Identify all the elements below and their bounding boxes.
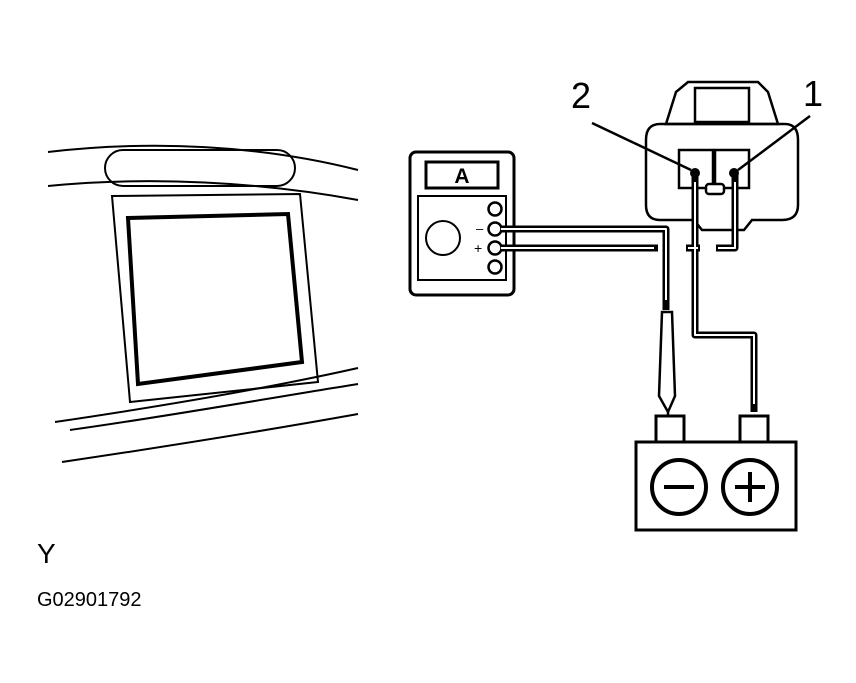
vehicle-rear-outline [47, 144, 359, 463]
leader-terminal-2 [591, 121, 692, 172]
jack-plus-label: + [474, 240, 482, 256]
probe-body [657, 310, 677, 415]
jack-minus-label: – [476, 221, 484, 236]
jack-plus [487, 240, 503, 256]
battery-terminal-positive [738, 414, 770, 444]
connector-latch-inner [693, 86, 751, 124]
door-line-lower [61, 413, 359, 463]
ammeter-body [408, 150, 516, 297]
ammeter-display [424, 160, 500, 190]
jack-4 [487, 259, 503, 275]
wires [501, 175, 758, 412]
figure-code-label: G02901792 [37, 589, 142, 611]
terminal-2-label: 2 [571, 75, 592, 116]
light-connector [644, 80, 800, 232]
door-line-upper [54, 367, 359, 423]
door-line-mid [69, 383, 359, 431]
ammeter-mode-label: A [454, 165, 469, 188]
battery-negative-symbol-ring [650, 458, 708, 516]
connector-key [704, 182, 726, 196]
wire-terminal-2-to-battery-plus [691, 175, 758, 412]
connector-housing [644, 122, 800, 232]
leader-terminal-1 [737, 115, 811, 171]
ammeter-panel [417, 195, 507, 281]
ammeter: A – + [408, 150, 516, 297]
battery-terminal-negative [654, 414, 686, 444]
battery [634, 414, 798, 532]
test-probe [657, 310, 677, 420]
wire-meter-plus-to-terminal-1 [501, 175, 739, 252]
roof-line-lower [47, 180, 359, 201]
battery-case [634, 440, 798, 532]
jack-minus [487, 221, 503, 237]
terminal-1-label: 1 [803, 73, 824, 114]
roof-line-upper [47, 144, 359, 171]
jack-1 [487, 201, 503, 217]
leader-lines [591, 115, 811, 172]
wire-meter-minus-to-probe [501, 225, 670, 310]
battery-positive-symbol-ring [721, 458, 779, 516]
view-letter-label: Y [37, 538, 56, 569]
window-glass [125, 211, 305, 387]
high-mount-stop-light [104, 149, 296, 187]
window-frame-outer [110, 192, 320, 404]
ammeter-dial [425, 220, 461, 256]
